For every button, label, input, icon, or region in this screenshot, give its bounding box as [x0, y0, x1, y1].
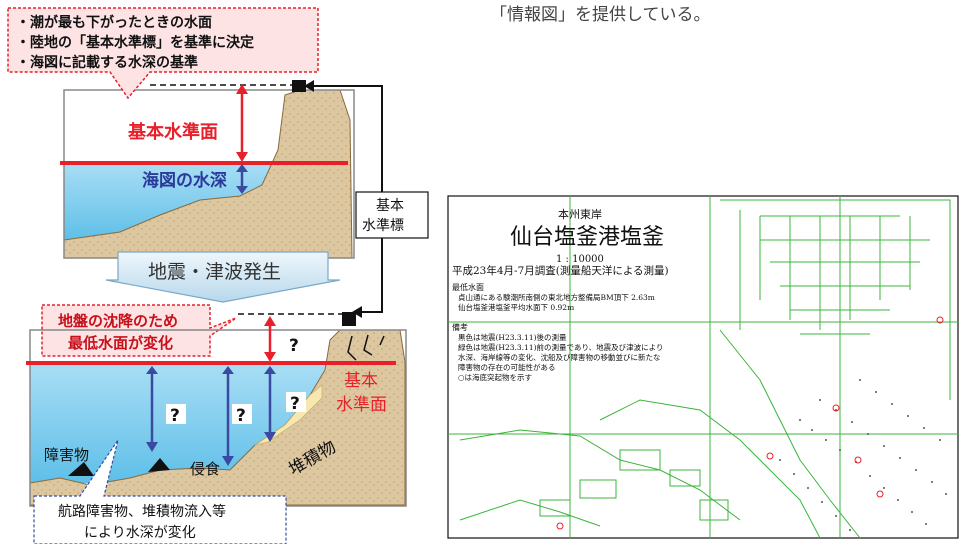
top-callout-line-1: ・潮が最も下がったときの水面 [16, 14, 212, 31]
question-box-1 [285, 334, 305, 354]
chart-soundings [779, 379, 947, 531]
benchmark-connector: 基本 水準標 [304, 80, 429, 318]
top-caption: 「情報図」を提供している。 [490, 5, 711, 25]
top-callout-line-3: ・海図に記載する水深の基準 [16, 54, 198, 71]
question-mark-1: ? [289, 336, 299, 356]
chart-scale: 1 : 10000 [556, 254, 604, 265]
chart-grid [448, 196, 958, 538]
lower-cracks [347, 334, 385, 361]
subsidence-line-2: 最低水面が変化 [68, 334, 173, 352]
lower-blue-arrows [146, 366, 276, 466]
upper-depth-label: 海図の水深 [142, 170, 227, 191]
erosion-label: 侵食 [190, 460, 220, 478]
question-box-2 [166, 404, 186, 424]
benchmark-label-1: 基本 [376, 197, 404, 214]
upper-blue-arrow [236, 164, 248, 194]
upper-diagram: 基本水準面 海図の水深 [60, 80, 355, 259]
chart-datum-line-2: 仙台塩釜港塩釜平均水面下 0.92m [458, 302, 574, 312]
earthquake-arrow: 地震・津波発生 [105, 251, 341, 303]
chart-notes-line-4: 障害物の存在の可能性がある [458, 362, 556, 372]
chart-obstruction-marks [556, 316, 944, 530]
nautical-chart: 本州東岸 仙台塩釜港塩釜 1 : 10000 平成23年4月-7月調査(測量船天… [447, 195, 959, 539]
bottom-callout-line-1: 航路障害物、堆積物流入等 [58, 503, 226, 520]
question-box-3 [232, 404, 252, 424]
chart-title: 仙台塩釜港塩釜 [510, 225, 664, 250]
question-mark-4: ? [290, 394, 300, 414]
lower-sediment [254, 384, 323, 446]
benchmark-box [355, 191, 429, 239]
obstacle-1 [68, 462, 94, 476]
upper-datum-label: 基本水準面 [127, 121, 218, 143]
chart-datum-heading: 最低水面 [452, 282, 484, 292]
chart-survey: 平成23年4月-7月調査(測量船天洋による測量) [452, 264, 669, 277]
chart-notes-line-5: ○は海底突起物を示す [458, 372, 532, 382]
question-box-4 [286, 392, 306, 412]
top-callout-line-2: ・陸地の「基本水準標」を基準に決定 [16, 34, 254, 51]
chart-notes-line-3: 水深、海岸線等の変化、沈船及び障害物の移動並びに新たな [458, 352, 661, 362]
bottom-callout-line-2: により水深が変化 [84, 524, 196, 541]
chart-datum-line-1: 貞山通にある験潮所南側の東北地方整備局BM頂下 2.63m [458, 292, 655, 302]
top-callout: ・潮が最も下がったときの水面 ・陸地の「基本水準標」を基準に決定 ・海図に記載す… [7, 7, 319, 100]
chart-streets [459, 199, 951, 539]
upper-land [63, 89, 353, 259]
benchmark-label-2: 水準標 [362, 218, 404, 234]
upper-benchmark-block [292, 80, 306, 92]
subsidence-line-1: 地盤の沈降のため [58, 312, 178, 330]
bottom-callout: 航路障害物、堆積物流入等 により水深が変化 [33, 439, 287, 544]
obstacle-2 [148, 458, 170, 472]
chart-region: 本州東岸 [558, 207, 602, 221]
lower-datum-label-1: 基本 [344, 371, 378, 391]
chart-notes-line-2: 緑色は地震(H23.3.11)前の測量であり、地震及び津波により [458, 342, 664, 352]
obstacle-label: 障害物 [44, 446, 89, 464]
question-mark-3: ? [236, 406, 246, 426]
lower-diagram: ? ? ? ? 基本 水準面 障害物 侵食 堆積物 [26, 312, 407, 507]
lower-datum-label-2: 水準面 [336, 395, 387, 415]
lower-benchmark-block [342, 312, 356, 326]
lower-red-arrow [264, 316, 276, 362]
question-mark-2: ? [170, 406, 180, 426]
chart-notes-heading: 備考 [452, 322, 468, 332]
chart-notes-line-1: 黒色は地震(H23.3.11)後の測量 [458, 332, 567, 342]
earthquake-arrow-label: 地震・津波発生 [148, 261, 281, 283]
